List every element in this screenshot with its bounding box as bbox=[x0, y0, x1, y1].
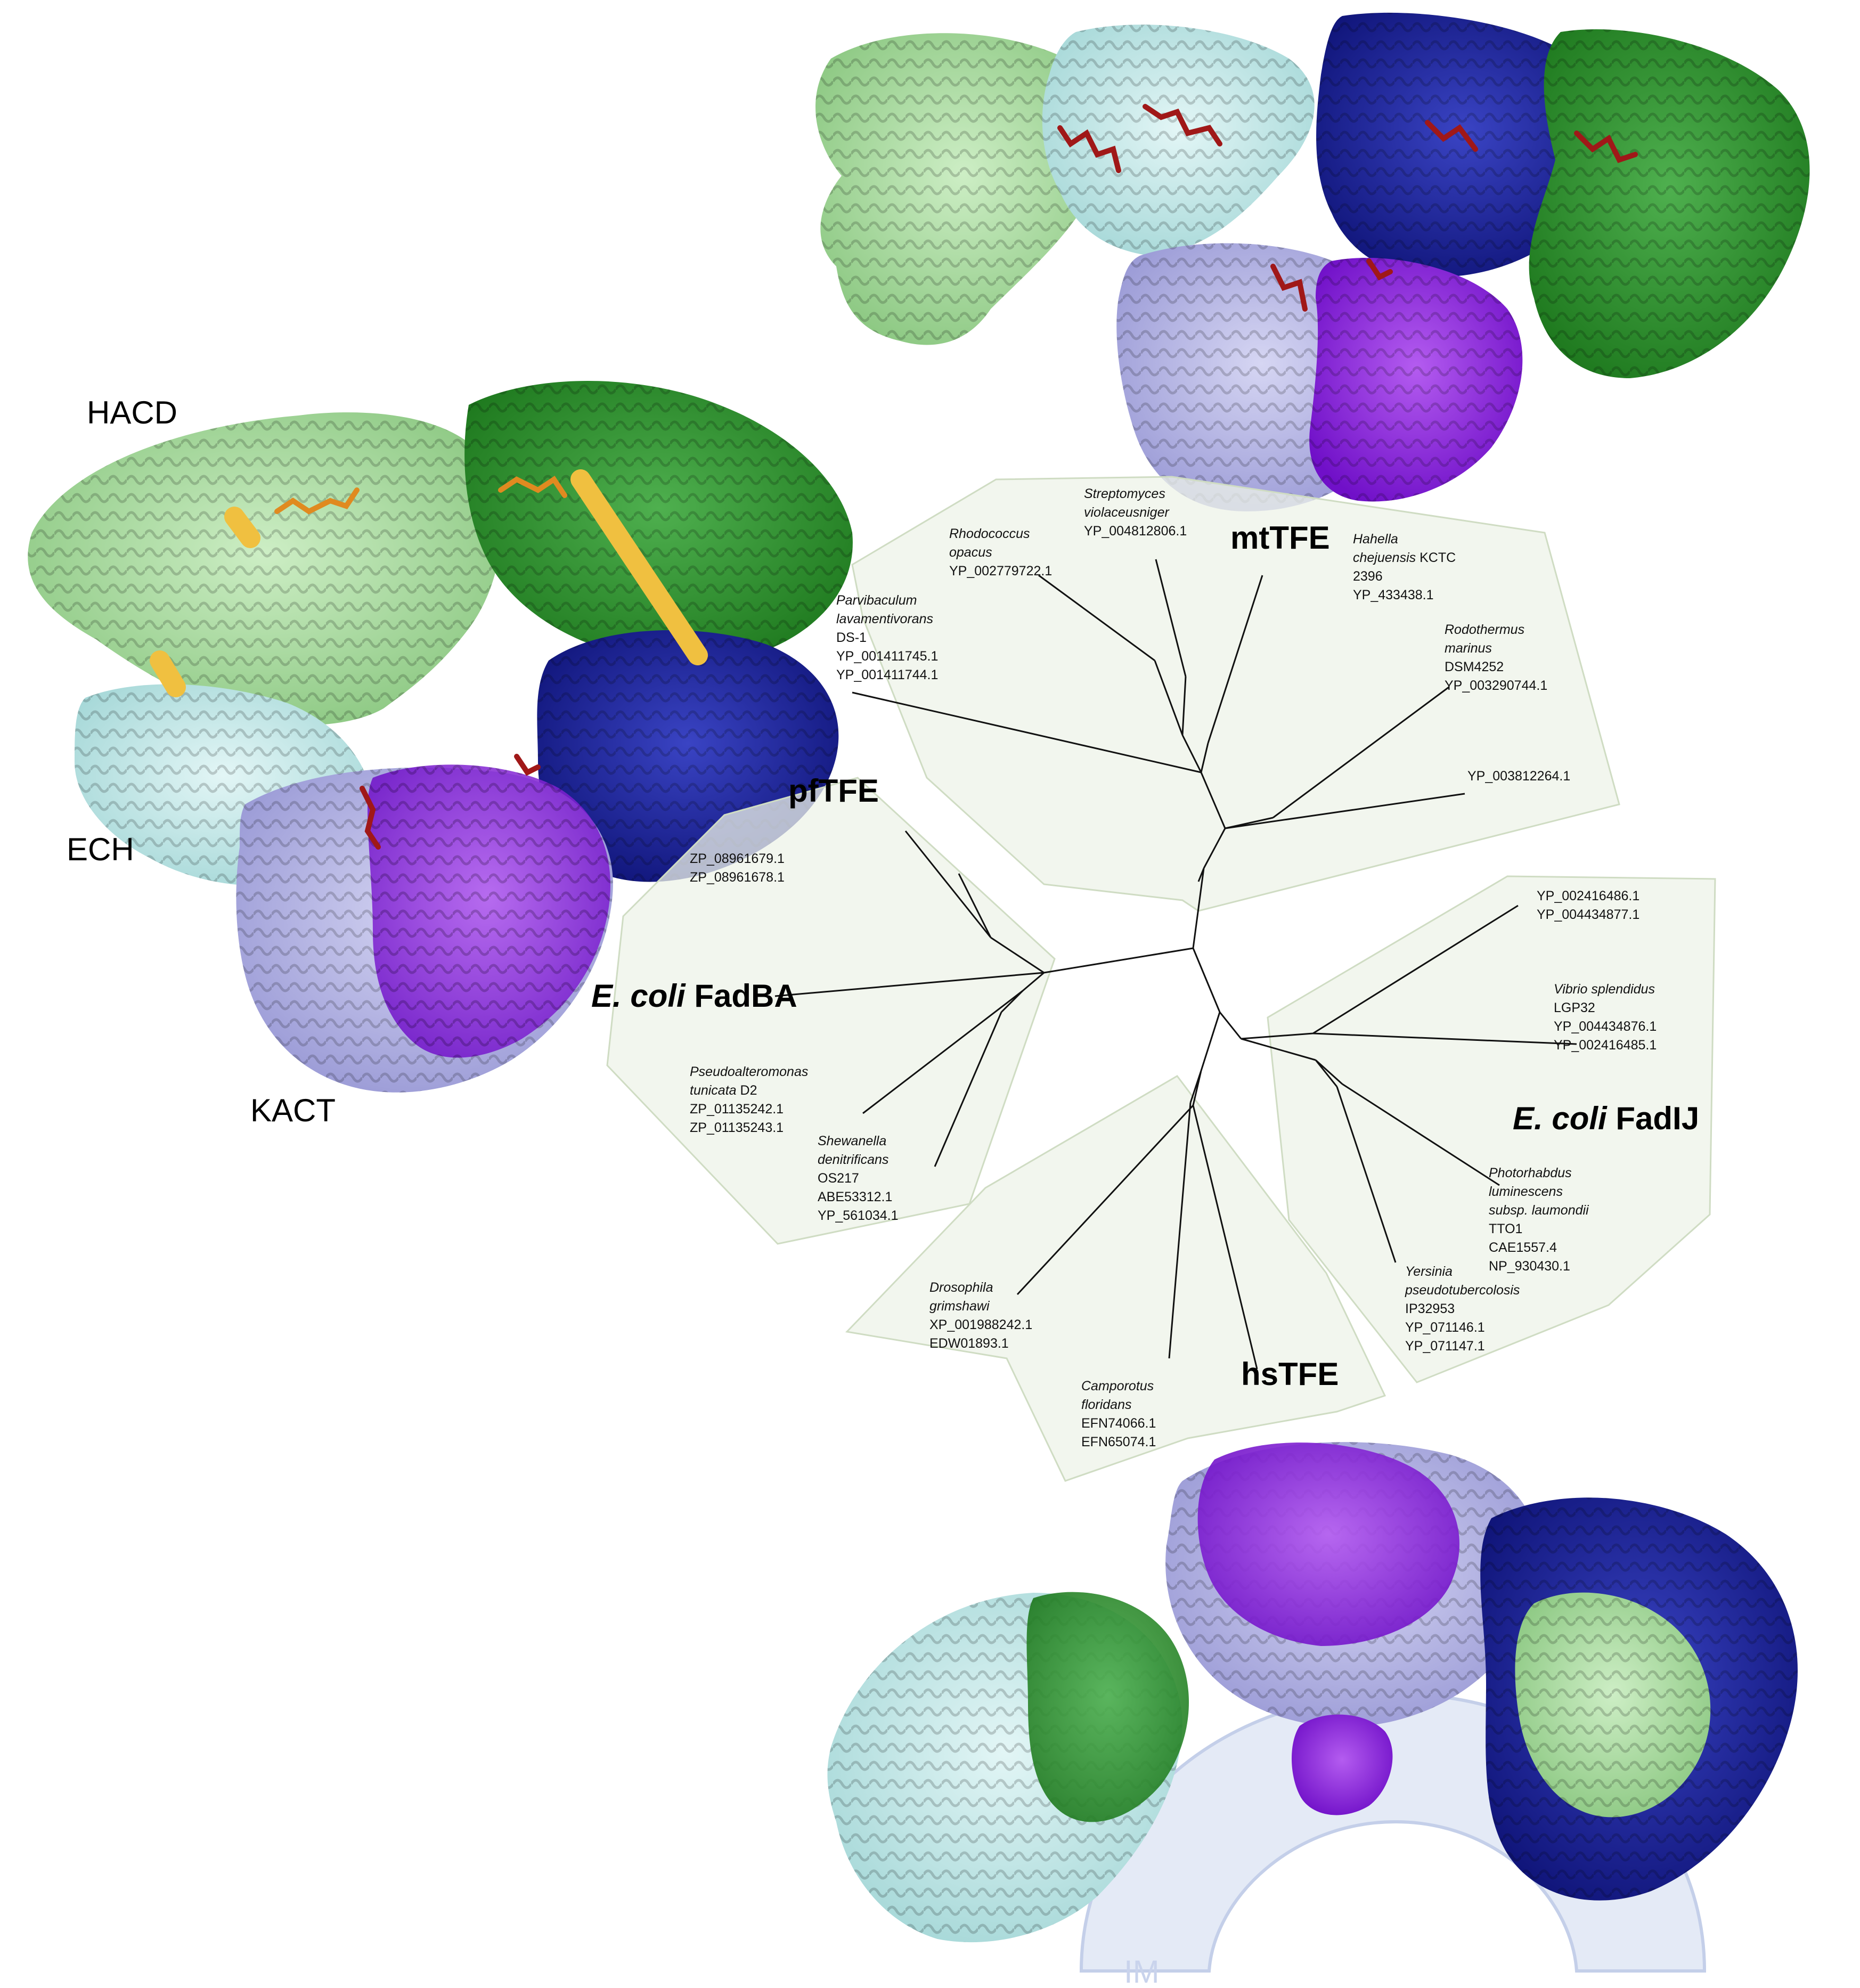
pftfe-hacd-light bbox=[28, 412, 501, 726]
pftfe-structure bbox=[28, 381, 853, 1093]
leaf-yersinia: Yersinia pseudotubercolosis IP32953 YP_0… bbox=[1405, 1264, 1523, 1354]
leaf-zp8961679: ZP_08961679.1 ZP_08961678.1 bbox=[690, 851, 788, 885]
leaf-streptomyces: Streptomyces violaceusniger YP_004812806… bbox=[1084, 486, 1187, 539]
hstfe-structure bbox=[827, 1442, 1798, 1973]
clade-fadij bbox=[1267, 875, 1716, 1383]
clade-highlights bbox=[606, 476, 1716, 1482]
pftfe-kact-dark bbox=[368, 764, 610, 1058]
leaf-camporotus: Camporotus floridans EFN74066.1 EFN65074… bbox=[1081, 1379, 1160, 1449]
phylogenetic-tree bbox=[774, 559, 1577, 1370]
pftfe-ligands bbox=[274, 476, 567, 515]
hstfe-hacd-light bbox=[1515, 1592, 1711, 1818]
leaf-drosophila: Drosophila grimshawi XP_001988242.1 EDW0… bbox=[929, 1280, 1036, 1351]
leaf-yp3812264: YP_003812264.1 bbox=[1467, 769, 1570, 784]
leaf-pseudoalteromonas: Pseudoalteromonas tunicata D2 ZP_0113524… bbox=[690, 1064, 812, 1135]
hstfe-label: hsTFE bbox=[1241, 1356, 1339, 1392]
pftfe-yellow-helices bbox=[150, 469, 708, 697]
tree-leaf-branches bbox=[774, 559, 1577, 1370]
leaf-parvibaculum: Parvibaculum lavamentivorans DS-1 YP_001… bbox=[836, 593, 942, 682]
mttfe-label: mtTFE bbox=[1230, 520, 1330, 556]
hstfe-kact-dark bbox=[1197, 1442, 1459, 1815]
ech-label: ECH bbox=[67, 832, 134, 867]
leaf-vibrio: Vibrio splendidus LGP32 YP_004434876.1 Y… bbox=[1554, 982, 1660, 1053]
leaf-hahella: Hahella chejuensis KCTC 2396 YP_433438.1 bbox=[1353, 532, 1459, 602]
leaf-photorhabdus: Photorhabdus luminescens subsp. laumondi… bbox=[1489, 1166, 1593, 1274]
pftfe-label: pfTFE bbox=[788, 773, 879, 809]
membrane-label: IM bbox=[1124, 1954, 1160, 1988]
leaf-rhodococcus: Rhodococcus opacus YP_002779722.1 bbox=[949, 526, 1052, 579]
mttfe-hacd-light bbox=[815, 33, 1112, 345]
hstfe-hacd-dark-left bbox=[1026, 1592, 1189, 1822]
mttfe-structure bbox=[815, 12, 1810, 511]
leaf-yp2416486: YP_002416486.1 YP_004434877.1 bbox=[1537, 889, 1643, 922]
mttfe-ech-dark bbox=[1316, 12, 1612, 277]
leaf-shewanella: Shewanella denitrificans OS217 ABE53312.… bbox=[818, 1134, 899, 1223]
tree-internal-branches bbox=[990, 660, 1343, 1106]
kact-label: KACT bbox=[250, 1093, 336, 1128]
leaf-rodothermus: Rodothermus marinus DSM4252 YP_003290744… bbox=[1445, 622, 1547, 693]
mttfe-ech-light bbox=[1042, 25, 1315, 256]
clade-pftfe bbox=[606, 777, 1056, 1245]
clade-hstfe bbox=[845, 1075, 1386, 1482]
pftfe-ligands-red bbox=[360, 754, 541, 850]
fadba-label: E. coli FadBA bbox=[591, 978, 797, 1014]
mttfe-ligands bbox=[1057, 104, 1638, 312]
fadij-label: E. coli FadIJ bbox=[1513, 1101, 1699, 1136]
hacd-label: HACD bbox=[87, 395, 177, 430]
mttfe-hacd-dark bbox=[1529, 29, 1810, 379]
mttfe-kact-dark bbox=[1309, 258, 1523, 502]
pftfe-hacd-dark bbox=[464, 381, 853, 664]
